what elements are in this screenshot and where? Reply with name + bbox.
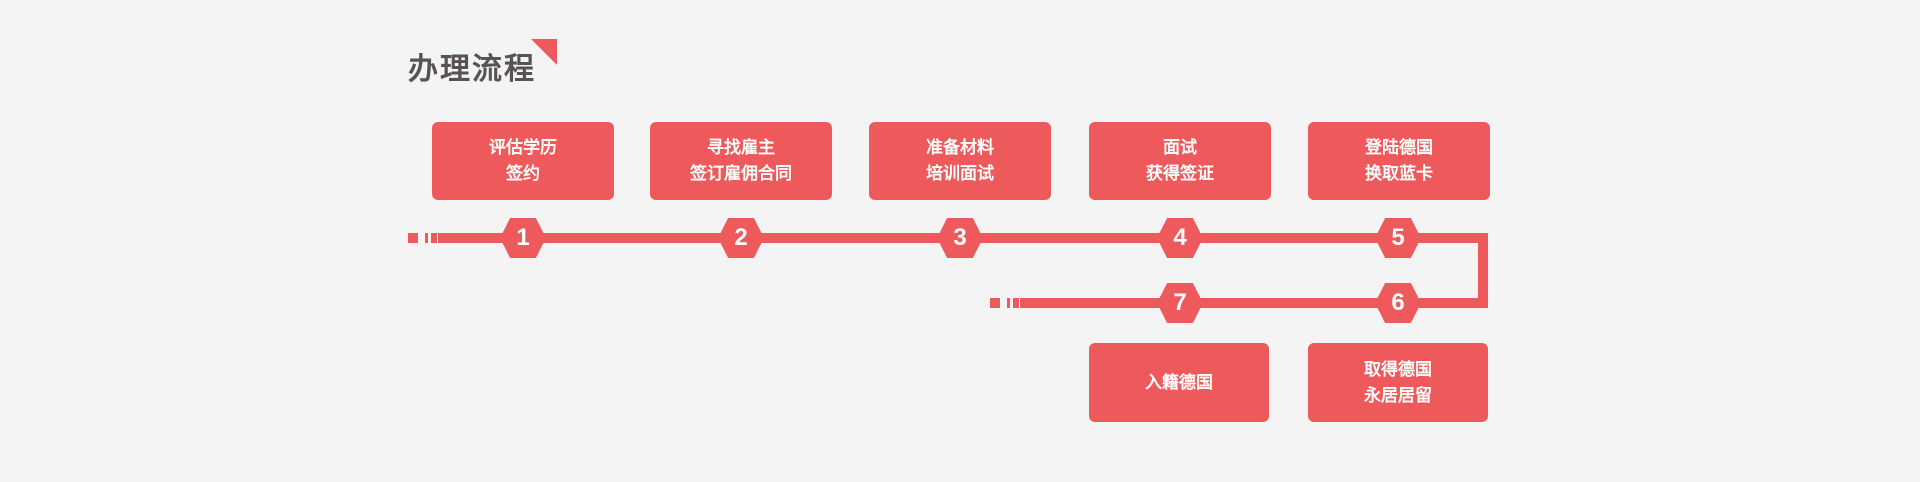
step-number: 7	[1173, 289, 1187, 316]
step-box-4: 面试 获得签证	[1089, 122, 1271, 200]
step-box-5: 登陆德国 换取蓝卡	[1308, 122, 1490, 200]
timeline-corner-connector	[1478, 233, 1488, 308]
step-label-line: 培训面试	[926, 164, 994, 183]
step-number: 1	[516, 224, 530, 251]
step-marker-hexagon-2: 2	[718, 218, 764, 258]
step-number: 6	[1391, 289, 1405, 316]
step-label-line: 签订雇佣合同	[690, 164, 792, 183]
step-number: 5	[1391, 224, 1405, 251]
step-box-6: 取得德国 永居居留	[1308, 343, 1488, 422]
step-label-line: 登陆德国	[1365, 138, 1433, 157]
step-box-1: 评估学历 签约	[432, 122, 614, 200]
step-label-line: 取得德国	[1364, 359, 1432, 379]
step-label-line: 面试	[1163, 138, 1197, 157]
step-box-2: 寻找雇主 签订雇佣合同	[650, 122, 832, 200]
step-label-line: 入籍德国	[1145, 372, 1213, 392]
step-marker-hexagon-5: 5	[1375, 218, 1421, 258]
step-marker-hexagon-4: 4	[1157, 218, 1203, 258]
step-label-line: 换取蓝卡	[1365, 164, 1433, 183]
step-label-line: 获得签证	[1146, 164, 1214, 183]
step-number: 2	[734, 224, 748, 251]
timeline-row2-line	[1020, 298, 1488, 308]
step-marker-hexagon-3: 3	[937, 218, 983, 258]
step-marker-hexagon-7: 7	[1157, 283, 1203, 323]
step-label-line: 评估学历	[489, 138, 557, 157]
step-label-line: 签约	[506, 164, 540, 183]
step-number: 3	[953, 224, 967, 251]
timeline-start-dash-icon	[431, 233, 437, 243]
timeline-start-dash-icon	[1007, 298, 1010, 308]
step-marker-hexagon-6: 6	[1375, 283, 1421, 323]
step-number: 4	[1173, 224, 1187, 251]
step-label-line: 永居居留	[1364, 385, 1432, 405]
timeline-start-square-icon	[990, 298, 1000, 308]
timeline-start-square-icon	[408, 233, 418, 243]
timeline-start-dash-icon	[425, 233, 428, 243]
step-box-3: 准备材料 培训面试	[869, 122, 1051, 200]
page-title: 办理流程	[408, 53, 536, 86]
step-label-line: 准备材料	[926, 138, 994, 157]
timeline-start-dash-icon	[1013, 298, 1019, 308]
step-box-7: 入籍德国	[1089, 343, 1269, 422]
step-label-line: 寻找雇主	[707, 138, 775, 157]
step-marker-hexagon-1: 1	[500, 218, 546, 258]
